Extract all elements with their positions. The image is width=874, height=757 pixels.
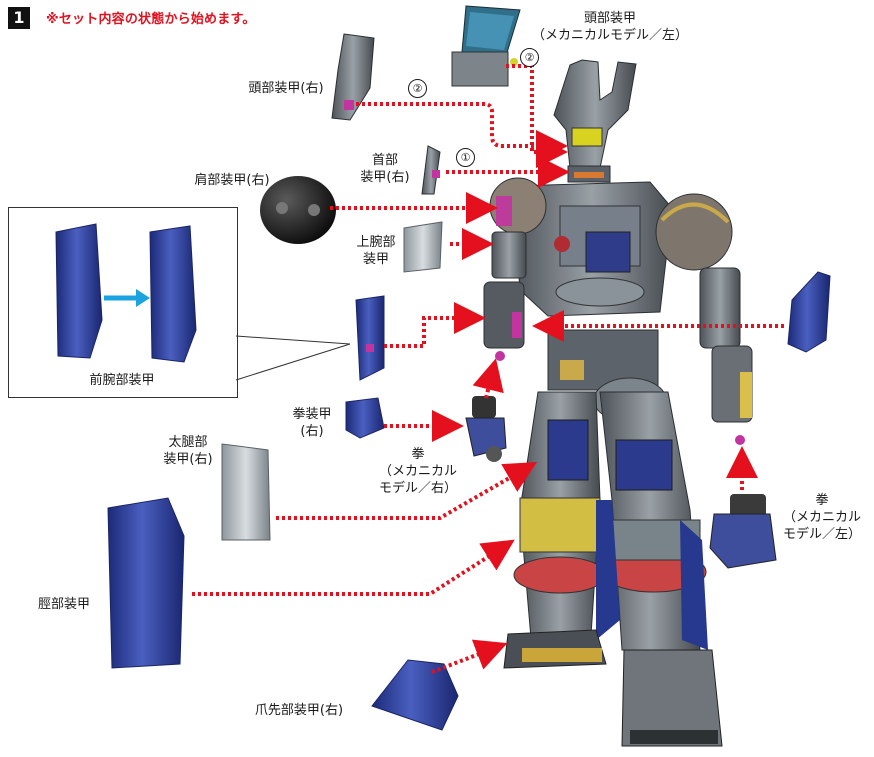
step-number-badge: 1 <box>8 7 30 29</box>
label-fist-armor-right: 拳装甲 (右) <box>292 407 332 439</box>
label-toe-armor-right: 爪先部装甲(右) <box>254 703 344 718</box>
forearm-armor-inset <box>8 207 238 398</box>
label-forearm-armor: 前腕部装甲 <box>89 373 155 388</box>
forearm-armor-part <box>355 295 385 381</box>
forearm-half-b <box>149 225 197 363</box>
assembly-arrows <box>192 64 784 674</box>
shin-armor-part <box>107 497 185 669</box>
label-shoulder-armor-right: 肩部装甲(右) <box>194 173 270 188</box>
label-shin-armor: 脛部装甲 <box>37 597 90 612</box>
label-fist-mech-left: 拳 （メカニカル モデル／左） <box>782 493 861 542</box>
arrow-fist-mech-right <box>472 358 504 399</box>
fist-mech-right-part <box>465 396 507 462</box>
arrow-head-right <box>356 102 568 162</box>
robot-figure <box>483 59 753 747</box>
fist-armor-right-part <box>345 397 385 439</box>
shoulder-armor-part <box>260 176 336 244</box>
label-head-armor-left: 頭部装甲 （メカニカルモデル／左） <box>531 11 688 43</box>
arrow-shin <box>192 539 515 596</box>
toe-armor-part <box>371 659 459 731</box>
label-fist-mech-right: 拳 （メカニカル モデル／右） <box>378 447 457 496</box>
label-thigh-armor-right: 太腿部 装甲(右) <box>163 435 213 467</box>
step-note: ※セット内容の状態から始めます。 <box>46 12 256 27</box>
upper-arm-armor-part <box>403 221 443 273</box>
neck-armor-part <box>421 145 441 195</box>
order-marker-head-left: ② <box>520 48 539 67</box>
label-head-armor-right: 頭部装甲(右) <box>248 81 324 96</box>
label-upper-arm-armor: 上腕部 装甲 <box>356 235 396 267</box>
arrow-toe <box>431 639 508 674</box>
order-marker-neck: ① <box>456 148 475 167</box>
fist-mech-left-part <box>709 494 777 569</box>
head-armor-right-part <box>331 33 375 121</box>
forearm-half-a <box>55 223 103 359</box>
arrow-head-left <box>506 64 568 168</box>
label-neck-armor-right: 首部 装甲(右) <box>360 153 410 185</box>
order-marker-head-right: ② <box>408 79 427 98</box>
head-armor-left-part <box>451 5 521 87</box>
arrow-forearm <box>384 302 486 348</box>
thigh-armor-part <box>221 443 271 541</box>
arm-armor-left-part <box>787 271 831 353</box>
arrow-thigh <box>276 461 537 520</box>
